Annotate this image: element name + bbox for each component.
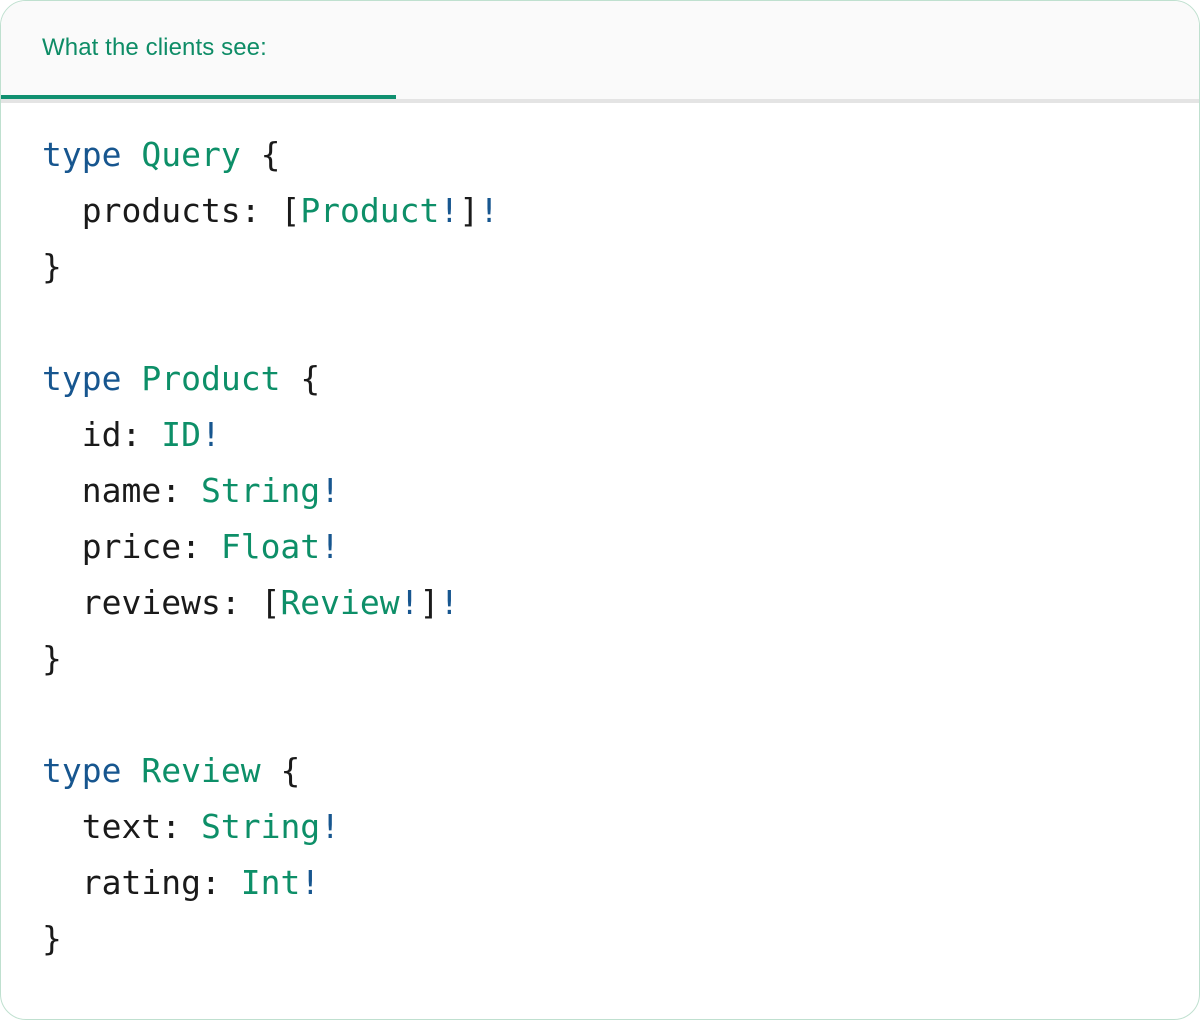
code-token-field: text — [42, 807, 162, 846]
code-token-keyword: type — [42, 751, 122, 790]
code-token-punct: { — [260, 135, 281, 174]
code-token-keyword: type — [42, 135, 122, 174]
code-token-keyword: type — [42, 359, 122, 398]
code-line: type Product { — [42, 351, 1199, 407]
code-token-bang: ! — [320, 527, 341, 566]
tab-label: What the clients see: — [42, 34, 267, 61]
code-token-field: products — [42, 191, 241, 230]
code-token-punct: } — [42, 639, 62, 678]
code-token-type: String — [200, 471, 321, 510]
tab-strip: What the clients see: — [1, 1, 1199, 103]
code-token-plain — [241, 135, 261, 174]
code-line: text: String! — [42, 799, 1199, 855]
code-area: type Query { products: [Product!]!} type… — [1, 103, 1199, 967]
code-line: } — [42, 911, 1199, 967]
code-token-punct: : — [220, 583, 261, 622]
code-token-punct: : — [161, 471, 201, 510]
code-token-bang: ! — [200, 415, 221, 454]
code-token-typename: Product — [141, 359, 281, 398]
code-token-bang: ! — [320, 807, 341, 846]
code-token-bang: ! — [479, 191, 500, 230]
code-token-bang: ! — [320, 471, 341, 510]
code-token-typename: Review — [141, 751, 261, 790]
code-token-type: Product — [300, 191, 440, 230]
code-token-punct: [ — [280, 191, 301, 230]
code-line: type Review { — [42, 743, 1199, 799]
code-token-punct: : — [161, 807, 201, 846]
code-line: id: ID! — [42, 407, 1199, 463]
code-token-punct: : — [121, 415, 162, 454]
code-token-punct: ] — [419, 583, 440, 622]
code-token-punct: : — [200, 863, 241, 902]
code-token-punct: ] — [459, 191, 480, 230]
code-token-punct: { — [280, 751, 301, 790]
code-token-plain — [121, 751, 141, 790]
code-token-bang: ! — [439, 583, 460, 622]
code-token-punct: } — [42, 247, 62, 286]
code-token-punct: : — [181, 527, 221, 566]
code-line — [42, 687, 1199, 743]
code-token-punct: [ — [260, 583, 281, 622]
code-token-punct: : — [240, 191, 281, 230]
code-token-plain — [121, 359, 141, 398]
code-token-bang: ! — [300, 863, 321, 902]
code-token-punct: { — [300, 359, 321, 398]
code-token-type: Int — [240, 863, 301, 902]
code-line: reviews: [Review!]! — [42, 575, 1199, 631]
code-token-type: String — [200, 807, 321, 846]
code-line: } — [42, 631, 1199, 687]
code-line: rating: Int! — [42, 855, 1199, 911]
graphql-schema-code: type Query { products: [Product!]!} type… — [1, 127, 1199, 967]
code-token-typename: Query — [141, 135, 241, 174]
code-line — [42, 295, 1199, 351]
code-token-type: Review — [280, 583, 400, 622]
code-line: price: Float! — [42, 519, 1199, 575]
code-token-type: Float — [220, 527, 321, 566]
tab-what-the-clients-see[interactable]: What the clients see: — [1, 1, 396, 99]
code-line: products: [Product!]! — [42, 183, 1199, 239]
code-token-type: ID — [161, 415, 201, 454]
code-token-field: price — [42, 527, 182, 566]
code-line: name: String! — [42, 463, 1199, 519]
code-token-field: rating — [42, 863, 201, 902]
code-token-punct: } — [42, 919, 62, 958]
code-token-plain — [280, 359, 300, 398]
code-token-field: name — [42, 471, 162, 510]
code-token-plain — [121, 135, 141, 174]
code-token-field: id — [42, 415, 122, 454]
code-token-bang: ! — [439, 191, 460, 230]
code-line: } — [42, 239, 1199, 295]
code-token-bang: ! — [399, 583, 420, 622]
code-token-field: reviews — [42, 583, 221, 622]
code-token-plain — [261, 751, 281, 790]
code-line: type Query { — [42, 127, 1199, 183]
